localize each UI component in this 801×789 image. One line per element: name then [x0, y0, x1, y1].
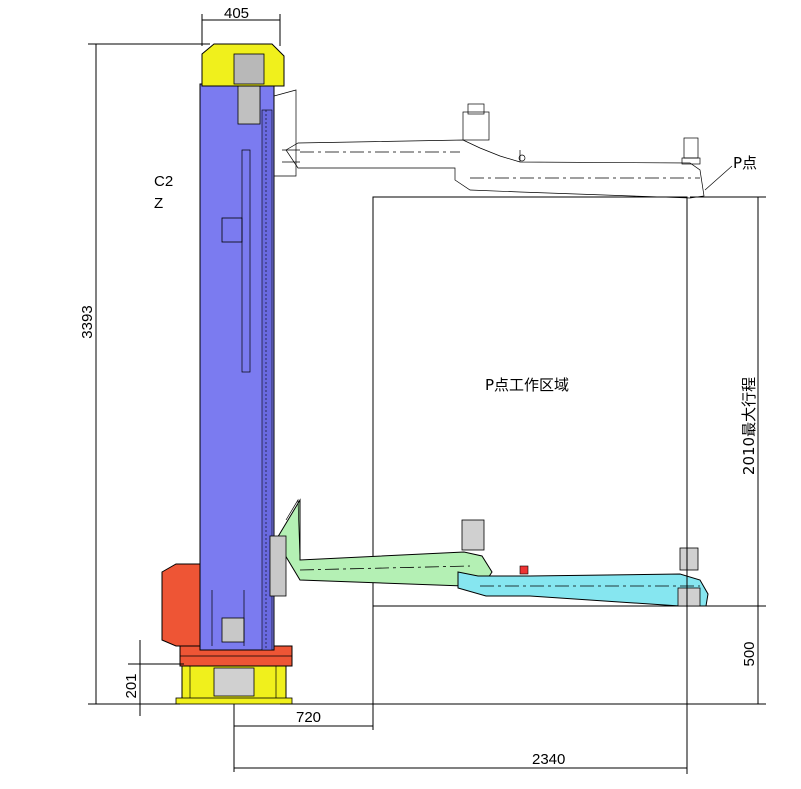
dimension-top-width: 405: [201, 5, 281, 46]
main-column: [199, 53, 275, 651]
dimension-column-offset: 720: [233, 604, 374, 772]
dimension-max-stroke: 2010最大行程: [690, 196, 766, 704]
dim-500: 500: [741, 641, 758, 666]
work-area-label: P点工作区域: [485, 376, 569, 394]
fore-arm: [457, 547, 709, 607]
dim-3393: 3393: [79, 305, 96, 338]
column-base: [175, 663, 293, 705]
axis-label-c2: C2: [154, 173, 173, 190]
dimension-lower-height: 500: [280, 641, 766, 705]
axis-label-z: Z: [154, 195, 163, 212]
dimension-base-height: 201: [123, 640, 184, 716]
dimension-arm-reach: 2340: [234, 200, 688, 774]
work-area-frame: [372, 196, 688, 607]
dim-201: 201: [123, 673, 140, 698]
upper-arm-top-position: [285, 103, 705, 199]
point-label: P点: [733, 154, 757, 172]
dim-2340: 2340: [532, 751, 565, 768]
lower-arm: [269, 498, 493, 597]
dim-720: 720: [296, 709, 321, 726]
dim-405: 405: [224, 5, 249, 22]
upper-carriage: [273, 89, 300, 177]
dim-2010-max-stroke: 2010最大行程: [740, 377, 758, 475]
dimension-total-height: 3393: [79, 43, 210, 705]
